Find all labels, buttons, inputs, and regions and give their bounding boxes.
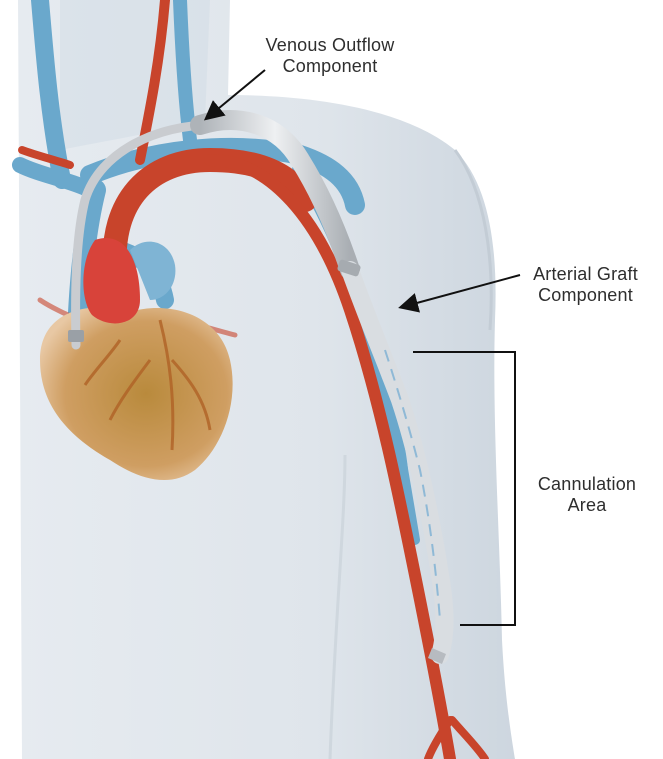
- venous-outflow-label-line2: Component: [255, 56, 405, 77]
- cannulation-area-label-line2: Area: [522, 495, 652, 516]
- cannulation-area-label-line1: Cannulation: [522, 474, 652, 495]
- venous-outflow-label-line1: Venous Outflow: [255, 35, 405, 56]
- arterial-graft-label-line1: Arterial Graft: [518, 264, 653, 285]
- arterial-graft-label: Arterial Graft Component: [518, 264, 653, 306]
- cannulation-area-label: Cannulation Area: [522, 474, 652, 516]
- venous-outflow-label: Venous Outflow Component: [255, 35, 405, 77]
- cannula-tip: [68, 330, 84, 342]
- arterial-graft-label-line2: Component: [518, 285, 653, 306]
